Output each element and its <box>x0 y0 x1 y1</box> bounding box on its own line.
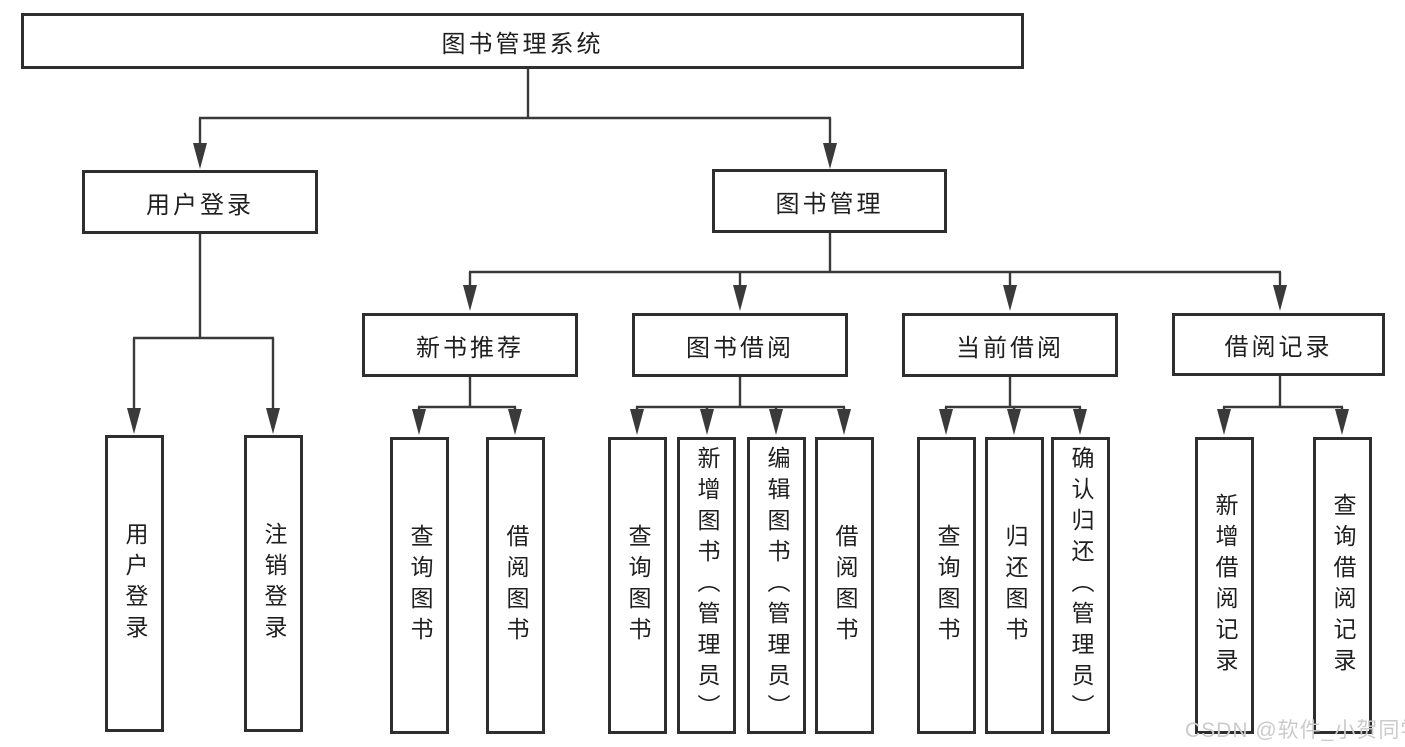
leaf-query-books-current: 查询图书 <box>917 437 976 734</box>
node-book-management: 图书管理 <box>712 169 947 233</box>
leaf-user-login-label: 用户登录 <box>122 521 148 646</box>
leaf-query-borrow-record-label: 查询借阅记录 <box>1330 492 1356 679</box>
leaf-query-books-recommend: 查询图书 <box>390 437 449 734</box>
leaf-query-books-borrow: 查询图书 <box>608 437 667 734</box>
leaf-query-books-borrow-label: 查询图书 <box>625 523 651 648</box>
connector-book-borrow-subtree <box>630 377 851 435</box>
node-borrow-records-label: 借阅记录 <box>1224 334 1333 361</box>
leaf-add-borrow-record-label: 新增借阅记录 <box>1212 492 1238 679</box>
leaf-user-login: 用户登录 <box>105 435 164 732</box>
root-node: 图书管理系统 <box>21 13 1024 69</box>
leaf-query-books-current-label: 查询图书 <box>934 523 960 648</box>
connector-new-book-subtree <box>412 377 522 435</box>
leaf-confirm-return-admin: 确认归还（管理员） <box>1051 437 1110 734</box>
leaf-return-books-label: 归还图书 <box>1002 523 1028 648</box>
node-borrow-records: 借阅记录 <box>1172 313 1385 376</box>
leaf-add-book-admin: 新增图书（管理员） <box>677 437 736 734</box>
node-book-borrowing-label: 图书借阅 <box>686 334 794 362</box>
leaf-add-book-admin-label: 新增图书（管理员） <box>694 446 720 725</box>
node-current-borrowing: 当前借阅 <box>902 313 1118 377</box>
leaf-add-borrow-record: 新增借阅记录 <box>1195 437 1254 734</box>
node-new-book-recommend: 新书推荐 <box>362 313 578 377</box>
node-user-login-label: 用户登录 <box>146 191 254 219</box>
leaf-borrow-books-borrow: 借阅图书 <box>815 437 874 734</box>
node-book-management-label: 图书管理 <box>775 190 884 218</box>
node-book-borrowing: 图书借阅 <box>632 313 848 377</box>
leaf-edit-book-admin: 编辑图书（管理员） <box>747 437 806 734</box>
connector-root-to-branches <box>193 69 837 169</box>
node-user-login: 用户登录 <box>82 170 318 234</box>
leaf-borrow-books-borrow-label: 借阅图书 <box>832 523 858 648</box>
leaf-confirm-return-admin-label: 确认归还（管理员） <box>1068 446 1094 725</box>
leaf-logout-label: 注销登录 <box>261 521 287 646</box>
connector-current-borrow-subtree <box>939 377 1087 435</box>
connector-user-login-subtree <box>127 234 280 434</box>
leaf-return-books: 归还图书 <box>985 437 1044 734</box>
leaf-query-books-recommend-label: 查询图书 <box>407 523 433 648</box>
leaf-edit-book-admin-label: 编辑图书（管理员） <box>764 446 790 725</box>
leaf-borrow-books-recommend: 借阅图书 <box>486 437 545 734</box>
node-new-book-recommend-label: 新书推荐 <box>416 334 524 362</box>
leaf-logout: 注销登录 <box>244 435 303 732</box>
node-current-borrowing-label: 当前借阅 <box>956 334 1064 362</box>
connector-book-management-subtree <box>463 233 1287 311</box>
leaf-borrow-books-recommend-label: 借阅图书 <box>503 523 529 648</box>
connector-borrow-record-subtree <box>1217 376 1349 435</box>
csdn-watermark: CSDN @软件_小贺同学 <box>1185 719 1405 742</box>
root-node-label: 图书管理系统 <box>441 30 604 58</box>
leaf-query-borrow-record: 查询借阅记录 <box>1313 437 1372 734</box>
